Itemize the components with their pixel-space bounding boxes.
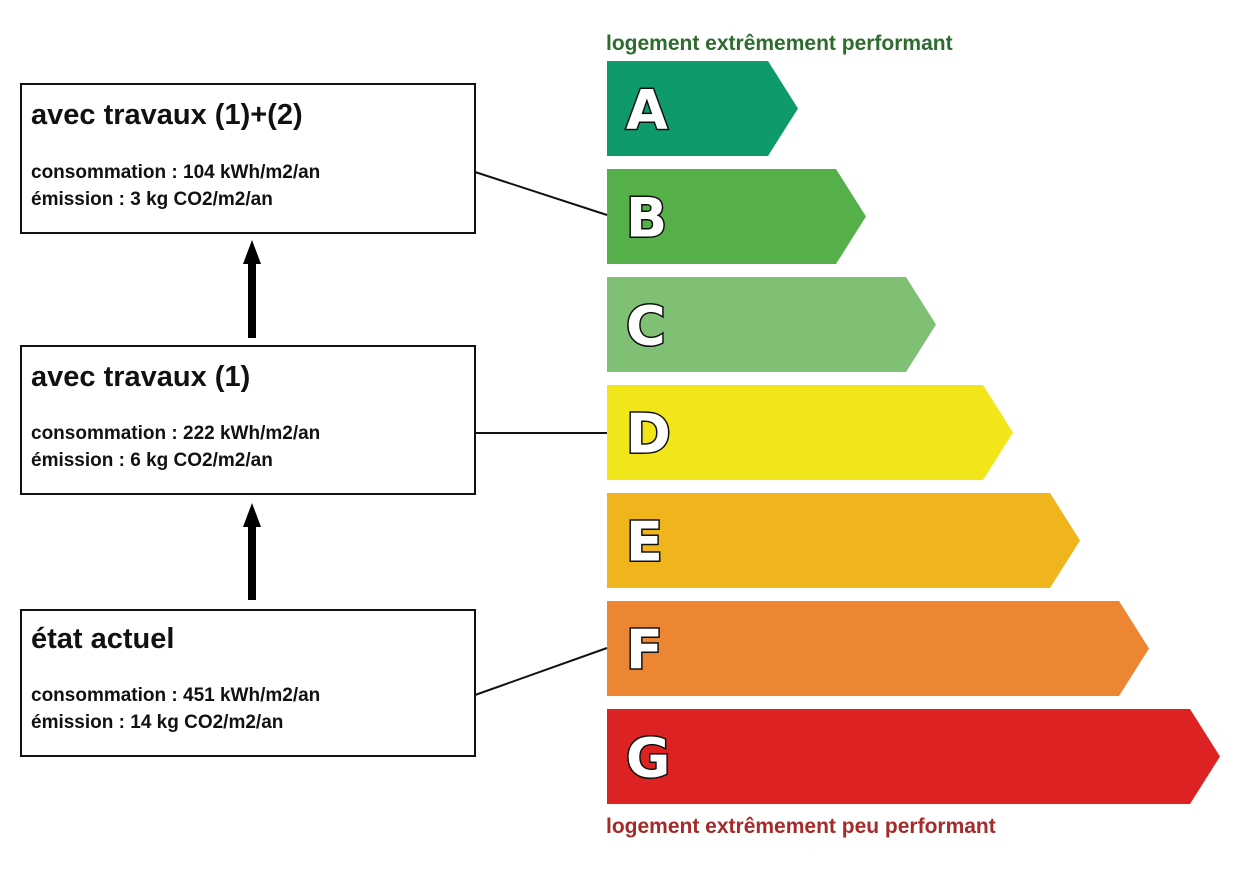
state-box-frame [20,345,476,495]
state-emission: émission : 6 kg CO2/m2/an [31,450,273,471]
class-c-shape [607,277,936,372]
energy-class-scale: A B C D E F G [607,61,1220,804]
state-box-frame [20,83,476,234]
class-c-arrow: C [607,277,936,372]
class-b-arrow: B [607,169,866,264]
up-arrow-icon [243,240,261,338]
class-e-arrow: E [607,493,1080,588]
state-consommation: consommation : 451 kWh/m2/an [31,685,320,706]
state-title: avec travaux (1) [31,361,250,393]
state-box-travaux-1: avec travaux (1) consommation : 222 kWh/… [20,345,476,495]
connector-line [474,647,608,696]
bottom-caption: logement extrêmement peu performant [606,815,996,838]
connector-line [474,171,608,216]
class-d-arrow: D [607,385,1013,480]
up-arrow-icon [243,503,261,600]
state-box-travaux-1-2: avec travaux (1)+(2) consommation : 104 … [20,83,476,234]
class-f-shape [607,601,1149,696]
state-box-frame [20,609,476,757]
class-f-arrow: F [607,601,1149,696]
class-b-letter: B [626,187,667,250]
state-box-etat-actuel: état actuel consommation : 451 kWh/m2/an… [20,609,476,757]
class-b-shape [607,169,866,264]
state-title: état actuel [31,623,174,655]
state-emission: émission : 3 kg CO2/m2/an [31,189,273,210]
class-e-shape [607,493,1080,588]
class-f-letter: F [626,619,663,682]
state-title: avec travaux (1)+(2) [31,99,303,131]
class-a-arrow: A [607,61,798,156]
class-g-shape [607,709,1220,804]
state-emission: émission : 14 kg CO2/m2/an [31,712,283,733]
class-c-letter: C [626,295,666,358]
class-d-letter: D [626,403,671,466]
class-e-letter: E [626,511,663,574]
class-a-letter: A [626,79,668,142]
class-a-shape [607,61,798,156]
class-g-letter: G [626,727,670,790]
class-g-arrow: G [607,709,1220,804]
state-consommation: consommation : 104 kWh/m2/an [31,162,320,183]
top-caption: logement extrêmement performant [606,32,953,55]
class-d-shape [607,385,1013,480]
state-consommation: consommation : 222 kWh/m2/an [31,423,320,444]
